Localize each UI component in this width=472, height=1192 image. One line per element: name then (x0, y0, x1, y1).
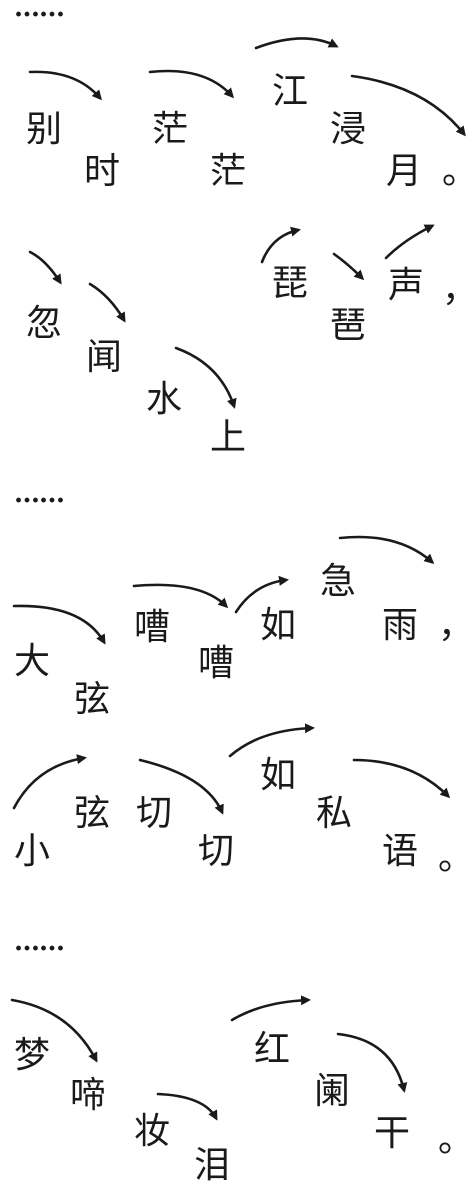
pitch-arrow (260, 226, 301, 264)
poem-character: 月 (385, 151, 422, 192)
pitch-arrow (28, 250, 62, 285)
pitch-arrow (174, 346, 237, 409)
pitch-arrow (28, 70, 102, 101)
poem-character: ， (437, 605, 472, 646)
poem-character: 切 (197, 831, 234, 872)
poem-character: 。 (437, 837, 472, 878)
pitch-arrow (254, 37, 339, 50)
pitch-arrow (338, 535, 435, 564)
poem-character: 茫 (209, 151, 246, 192)
poem-character: 阑 (313, 1071, 350, 1112)
pitch-arrow (332, 252, 365, 281)
poem-character: 梦 (13, 1035, 50, 1076)
poem-character: 弦 (73, 793, 110, 834)
poem-character: 语 (381, 831, 418, 872)
pitch-arrow (230, 995, 311, 1022)
ellipsis-mark: …… (14, 0, 65, 23)
poem-character: 啼 (69, 1075, 106, 1116)
pitch-arrow (12, 604, 106, 645)
pitch-arrow (336, 1032, 408, 1093)
poem-character: 茫 (151, 109, 188, 150)
pitch-arrow (156, 1092, 218, 1121)
poem-character: 雨 (381, 605, 418, 646)
pitch-arrow (132, 583, 229, 609)
poem-character: 干 (373, 1113, 410, 1154)
poem-character: 时 (83, 151, 120, 192)
poem-character: 嘈 (197, 643, 234, 684)
ellipsis-mark: …… (14, 479, 65, 509)
poem-character: 浸 (329, 109, 366, 150)
ellipsis-mark: …… (14, 927, 65, 957)
poem-character: 别 (25, 109, 62, 150)
poem-character: 忽 (25, 303, 62, 344)
poem-character: 急 (319, 561, 356, 602)
pitch-arrow (88, 282, 126, 323)
pitch-arrow (228, 723, 315, 758)
poem-character: 上 (209, 417, 246, 458)
poem-character: 水 (145, 379, 182, 420)
poem-character: 。 (438, 152, 472, 192)
pitch-arrow (234, 575, 289, 614)
poem-character: 切 (135, 793, 172, 834)
poem-character: 大 (13, 641, 50, 682)
pitch-arrow (350, 74, 466, 137)
poem-character: 如 (259, 755, 296, 796)
pitch-arrow (352, 758, 451, 799)
pitch-arrow (138, 758, 224, 815)
poem-character: 泪 (193, 1145, 230, 1186)
poem-character: 妆 (133, 1111, 170, 1152)
pitch-arrow (10, 998, 98, 1063)
poem-character: 闻 (85, 337, 122, 378)
poem-character: 琵 (271, 263, 308, 304)
pitch-arrow (12, 754, 87, 810)
poem-character: ， (438, 270, 472, 310)
pitch-arrow (384, 224, 435, 260)
pitch-arrow (148, 69, 235, 99)
poem-character: 江 (271, 71, 308, 112)
poem-character: 弦 (73, 679, 110, 720)
poem-character: 嘈 (133, 607, 170, 648)
poem-character: 声 (387, 265, 424, 306)
poem-character: 红 (253, 1029, 290, 1070)
poem-character: 。 (437, 1119, 472, 1160)
poem-character: 小 (13, 831, 50, 872)
poem-character: 如 (259, 605, 296, 646)
poem-character: 琶 (329, 305, 366, 346)
poem-character: 私 (315, 793, 352, 834)
